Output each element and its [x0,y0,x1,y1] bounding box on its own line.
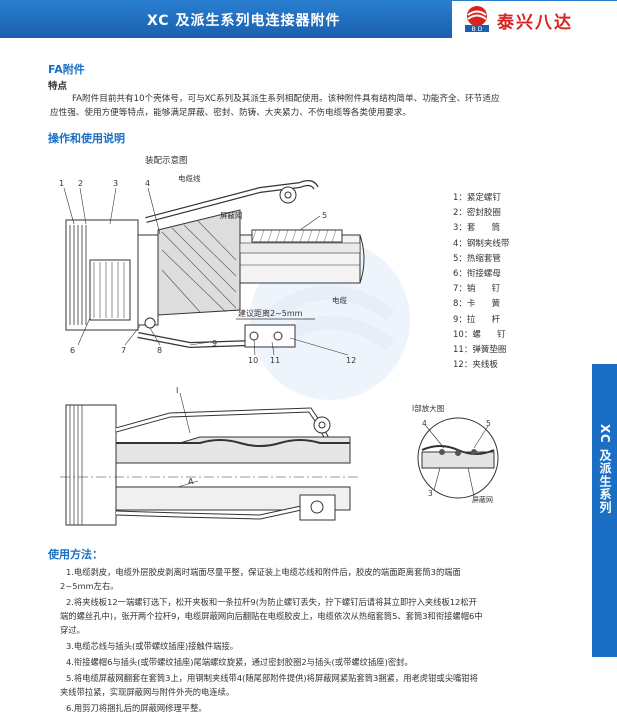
logo-text: B D [472,26,483,32]
legend-item: 12：夹线板 [453,360,498,371]
section-I-label: I [176,386,178,395]
callout-5: 5 [322,211,327,220]
detail-title: I部放大图 [412,403,444,413]
features-line-2: 应性强、使用方便等特点，能够满足屏蔽、密封、防铸、大夹紧力、不伤电缆等各类使用要… [50,108,411,118]
usage-line: 1.电缆剥皮，电缆外层胶皮剥离时端面尽量平整，保证装上电缆芯线和附件后，胶皮的端… [66,567,461,577]
callout-1: 1 [59,179,64,188]
detail-callout-5: 5 [486,419,491,428]
detail-callout-4: 4 [422,419,427,428]
legend-item: 1：紧定螺钉 [453,193,501,203]
callout-7: 7 [121,346,126,355]
callout-3: 3 [113,179,118,188]
usage-line: 穿过。 [60,625,85,635]
shield-label: 屏蔽网 [220,210,243,220]
legend-item: 9：拉 杆 [453,314,501,325]
page-header: XC 及派生系列电连接器附件 B D 泰兴八达 [0,0,617,38]
detail-shield-label: 屏蔽网 [472,495,493,504]
legend-item: 6：衔接螺母 [453,269,501,280]
legend-item: 10：螺 钉 [453,329,506,340]
fa-title: FA附件 [48,63,85,76]
company-logo-icon: B D [465,6,489,32]
legend-item: 4：钢制夹线带 [453,238,510,249]
section-A-label: A [188,477,194,486]
usage-line: 3.电缆芯线与插头(或带螺纹插座)接触件端接。 [66,641,239,651]
callout-2: 2 [78,179,83,188]
usage-line: 2~5mm左右。 [60,581,119,591]
callout-8: 8 [157,346,162,355]
detail-diagram: I部放大图 4 5 3 屏蔽网 [412,403,499,504]
cable-label: 电缆 [332,295,347,305]
header-title: XC 及派生系列电连接器附件 [147,13,341,29]
usage-line: 夹线带拉紧，实现屏蔽网与附件外壳的电连续。 [60,687,235,697]
parts-legend: 1：紧定螺钉 2：密封胶圈 3：套 筒 4：钢制夹线带 5：热缩套管 6：衔接螺母 7：销 … [453,191,509,373]
cable-core-label: 电缆线 [178,173,201,183]
legend-item: 7：销 钉 [453,284,501,295]
legend-item: 11：弹簧垫圈 [453,345,507,356]
usage-line: 端的螺丝孔中)，张开两个拉杆9，电缆屏蔽网向后翻贴在电缆胶皮上，电缆依次从热缩套… [60,611,483,621]
assembly-label: 装配示意图 [145,155,188,166]
usage-line: 6.用剪刀将捆扎后的屏蔽网修理平整。 [66,703,207,713]
callout-4: 4 [145,179,150,188]
callout-11: 11 [270,356,280,365]
usage-title: 使用方法： [48,548,103,561]
features-line-1: FA附件目前共有10个壳体号，可与XC系列及其派生系列相配使用。该种附件具有结构… [72,94,500,104]
section-diagram: I A [60,386,360,526]
detail-callout-3: 3 [428,489,433,498]
brand-name: 泰兴八达 [497,13,573,33]
assembly-diagram: 装配示意图 建议距离2~5mm 电缆线 屏蔽网 电缆 1 2 3 [59,155,365,365]
legend-item: 8：卡 簧 [453,299,501,310]
features-label: 特点 [48,81,68,92]
ops-title: 操作和使用说明 [48,132,125,145]
callout-12: 12 [346,356,356,365]
usage-line: 2.将夹线板12一端螺钉选下，松开夹板和一条拉杆9(为防止螺钉丢失，拧下螺钉后请… [66,597,477,607]
callout-6: 6 [70,346,75,355]
legend-item: 5：热缩套管 [453,253,501,264]
usage-line: 4.衔接螺帽6与插头(或带螺纹插座)尾端螺纹旋紧，通过密封胶圈2与插头(或带螺纹… [66,657,413,667]
distance-label: 建议距离2~5mm [238,308,303,318]
side-tab-label: XC 及派生系列 [598,424,612,514]
callout-9: 9 [212,339,217,348]
legend-item: 2：密封胶圈 [453,208,501,219]
usage-line: 5.将电缆屏蔽网翻套在套筒3上，用钢制夹线带4(随尾部附件提供)将屏蔽网紧贴套筒… [66,673,478,683]
side-tab: XC 及派生系列 [592,364,617,657]
callout-10: 10 [248,356,258,365]
legend-item: 3：套 筒 [453,223,501,234]
